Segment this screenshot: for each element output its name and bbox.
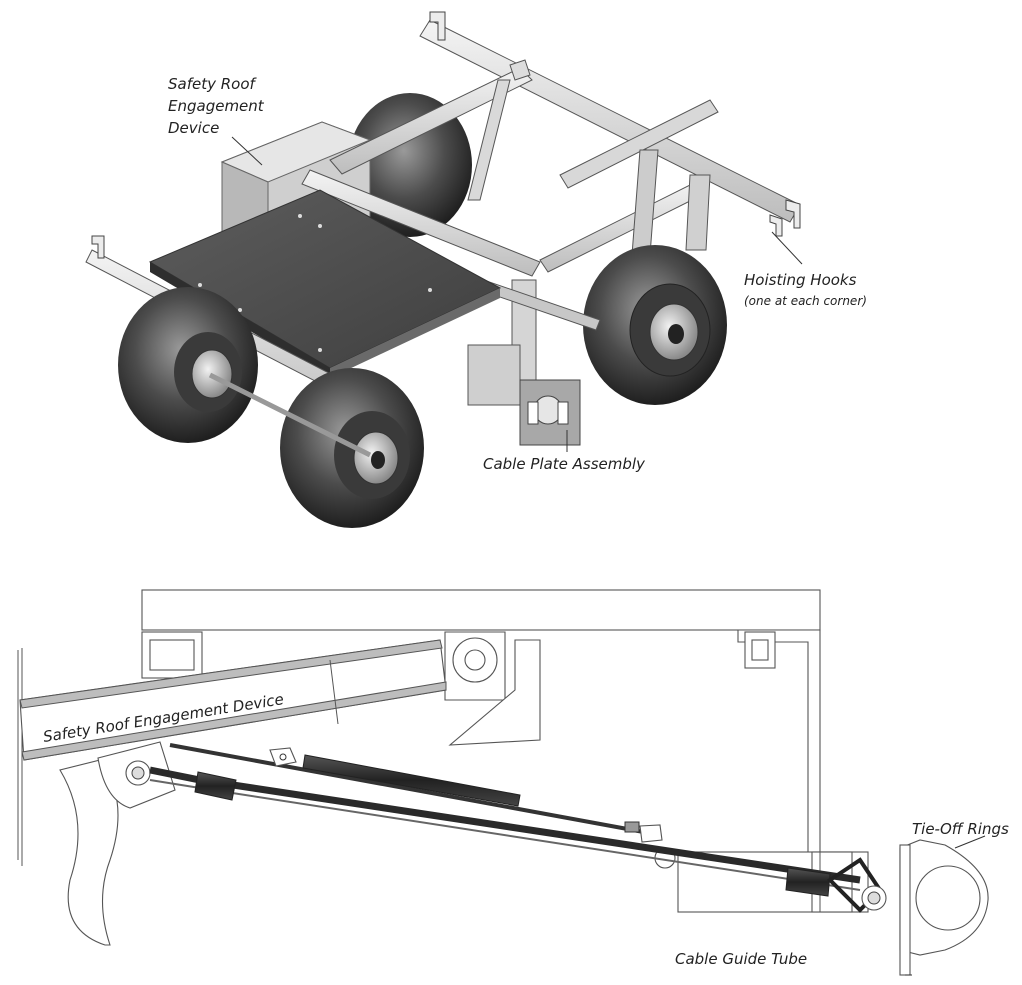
label-cable-plate: Cable Plate Assembly	[483, 455, 646, 473]
side-elevation-view: Safety Roof Engagement Device Tie-Off Ri…	[17, 589, 1009, 976]
isometric-cart-view: Safety Roof Engagement Device Hoisting H…	[85, 11, 867, 528]
label-safety-roof-3: Device	[168, 119, 219, 137]
hoisting-hook-left	[91, 235, 105, 259]
leader-safety-roof	[231, 136, 263, 166]
lower-cable	[149, 766, 887, 913]
hoisting-hook-right	[785, 199, 801, 229]
tire-back-left-lower	[118, 287, 258, 443]
label-hoisting-hooks: Hoisting Hooks	[744, 271, 857, 289]
front-frame	[435, 264, 601, 446]
tie-off-ring	[899, 839, 989, 976]
label-safety-roof-1: Safety Roof	[168, 75, 258, 93]
label-hoisting-hooks-note: (one at each corner)	[744, 294, 867, 308]
leader-hoisting-hooks	[771, 231, 803, 265]
tire-front-right	[583, 245, 727, 405]
hoisting-hook-back	[429, 11, 446, 41]
upper-cable	[169, 743, 676, 869]
label-safety-roof-2: Engagement	[168, 97, 265, 115]
top-beam	[141, 589, 821, 631]
leader-tie-off	[954, 835, 986, 849]
label-tie-off-rings: Tie-Off Rings	[912, 820, 1009, 838]
upper-frame	[301, 11, 801, 277]
label-cable-guide-tube: Cable Guide Tube	[675, 950, 807, 968]
